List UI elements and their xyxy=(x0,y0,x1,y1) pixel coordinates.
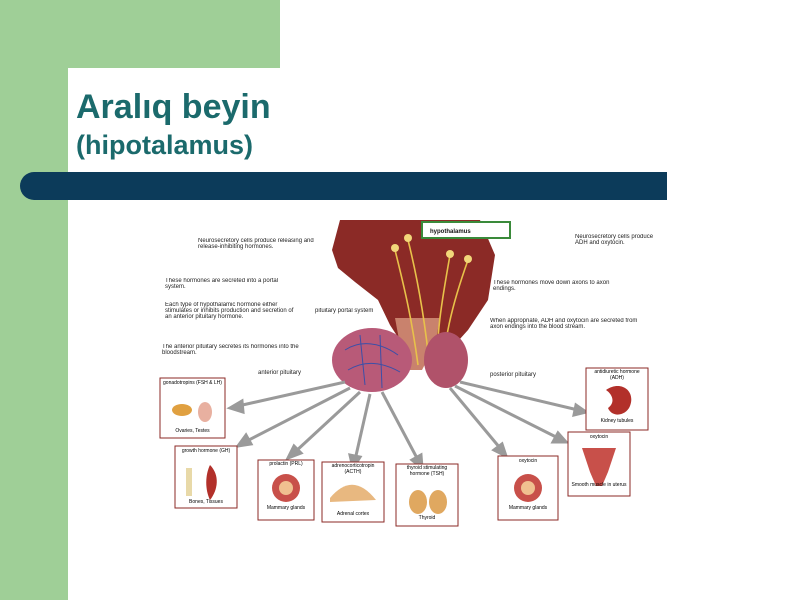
annotation-move-down: These hormones move down axons to axon e… xyxy=(493,280,610,292)
oxytocin-mammary-label: oxytocin xyxy=(518,458,538,464)
gonadotropins-hormone-label: gonadotropins (FSH & LH) xyxy=(163,380,222,386)
hypothalamus-tissue xyxy=(332,220,495,360)
target-prolactin: prolactin (PRL) Mammary glands xyxy=(257,459,315,521)
annotation-each-type: Each type of hypothalamic hormone either… xyxy=(165,302,294,320)
target-gonadotropins: gonadotropins (FSH & LH) Ovaries, Testes xyxy=(159,377,226,439)
hypothalamus-label: hypothalamus xyxy=(430,229,471,235)
portal-vessels xyxy=(344,334,401,389)
target-oxytocin-uterus: oxytocin Smooth muscle in uterus xyxy=(567,431,631,497)
acth-organ-label: Adrenal cortex xyxy=(336,511,370,517)
slide-subtitle: (hipotalamus) xyxy=(76,130,254,160)
tsh-organ-label: Thyroid xyxy=(418,515,436,521)
hormone-arrows xyxy=(226,380,590,472)
target-adh: antidiuretic hormone (ADH) Kidney tubule… xyxy=(585,367,649,431)
acth-label: adrenocorticotropin (ACTH) xyxy=(331,463,375,475)
annotation-when-appropriate: When appropriate, ADH and oxytocin are s… xyxy=(490,318,638,330)
growth-hormone-organ-label: Bones, Tissues xyxy=(189,499,223,505)
posterior-pituitary-gland xyxy=(424,332,468,388)
target-tsh: thyroid stimulating hormone (TSH) Thyroi… xyxy=(395,463,459,527)
target-growth-hormone: growth hormone (GH) Bones, Tissues xyxy=(174,445,238,509)
pituitary-portal-label: pituitary portal system xyxy=(315,308,374,314)
growth-hormone-label: growth hormone (GH) xyxy=(181,448,231,454)
slide-title: Aralıq beyin xyxy=(76,88,271,126)
annotation-secreted-portal: These hormones are secreted into a porta… xyxy=(165,278,279,290)
oxytocin-mammary-organ-label: Mammary glands xyxy=(508,505,548,511)
hypothalamus-pituitary-diagram: hypothalamus Neurosecretory cells produc… xyxy=(159,220,654,527)
target-oxytocin-mammary: oxytocin Mammary glands xyxy=(497,455,559,521)
anterior-pituitary-gland xyxy=(332,328,412,392)
target-acth: adrenocorticotropin (ACTH) Adrenal corte… xyxy=(321,461,385,523)
adh-label: antidiuretic hormone (ADH) xyxy=(594,369,640,381)
hypothalamus-label-box xyxy=(421,221,511,239)
oxytocin-uterus-label: oxytocin xyxy=(589,434,609,440)
oxytocin-uterus-organ-label: Smooth muscle in uterus xyxy=(571,482,627,488)
title-divider-band xyxy=(20,172,667,200)
anterior-pituitary-label: anterior pituitary xyxy=(258,370,301,376)
annotation-anterior-secretes: The anterior pituitary secretes its horm… xyxy=(162,344,299,356)
annotation-neurosecretory-left: Neurosecretory cells produce releasing a… xyxy=(198,238,314,250)
prolactin-organ-label: Mammary glands xyxy=(266,505,306,511)
green-left-strip xyxy=(0,0,68,600)
gonadotropins-organ-label: Ovaries, Testes xyxy=(175,428,210,434)
adh-organ-label: Kidney tubules xyxy=(600,418,634,424)
posterior-pituitary-label: posterior pituitary xyxy=(490,372,536,378)
prolactin-label: prolactin (PRL) xyxy=(269,461,303,467)
tsh-label: thyroid stimulating hormone (TSH) xyxy=(406,465,448,477)
neuron-cell-bodies xyxy=(391,234,472,263)
annotation-neurosecretory-right: Neurosecretory cells produce ADH and oxy… xyxy=(575,234,654,246)
